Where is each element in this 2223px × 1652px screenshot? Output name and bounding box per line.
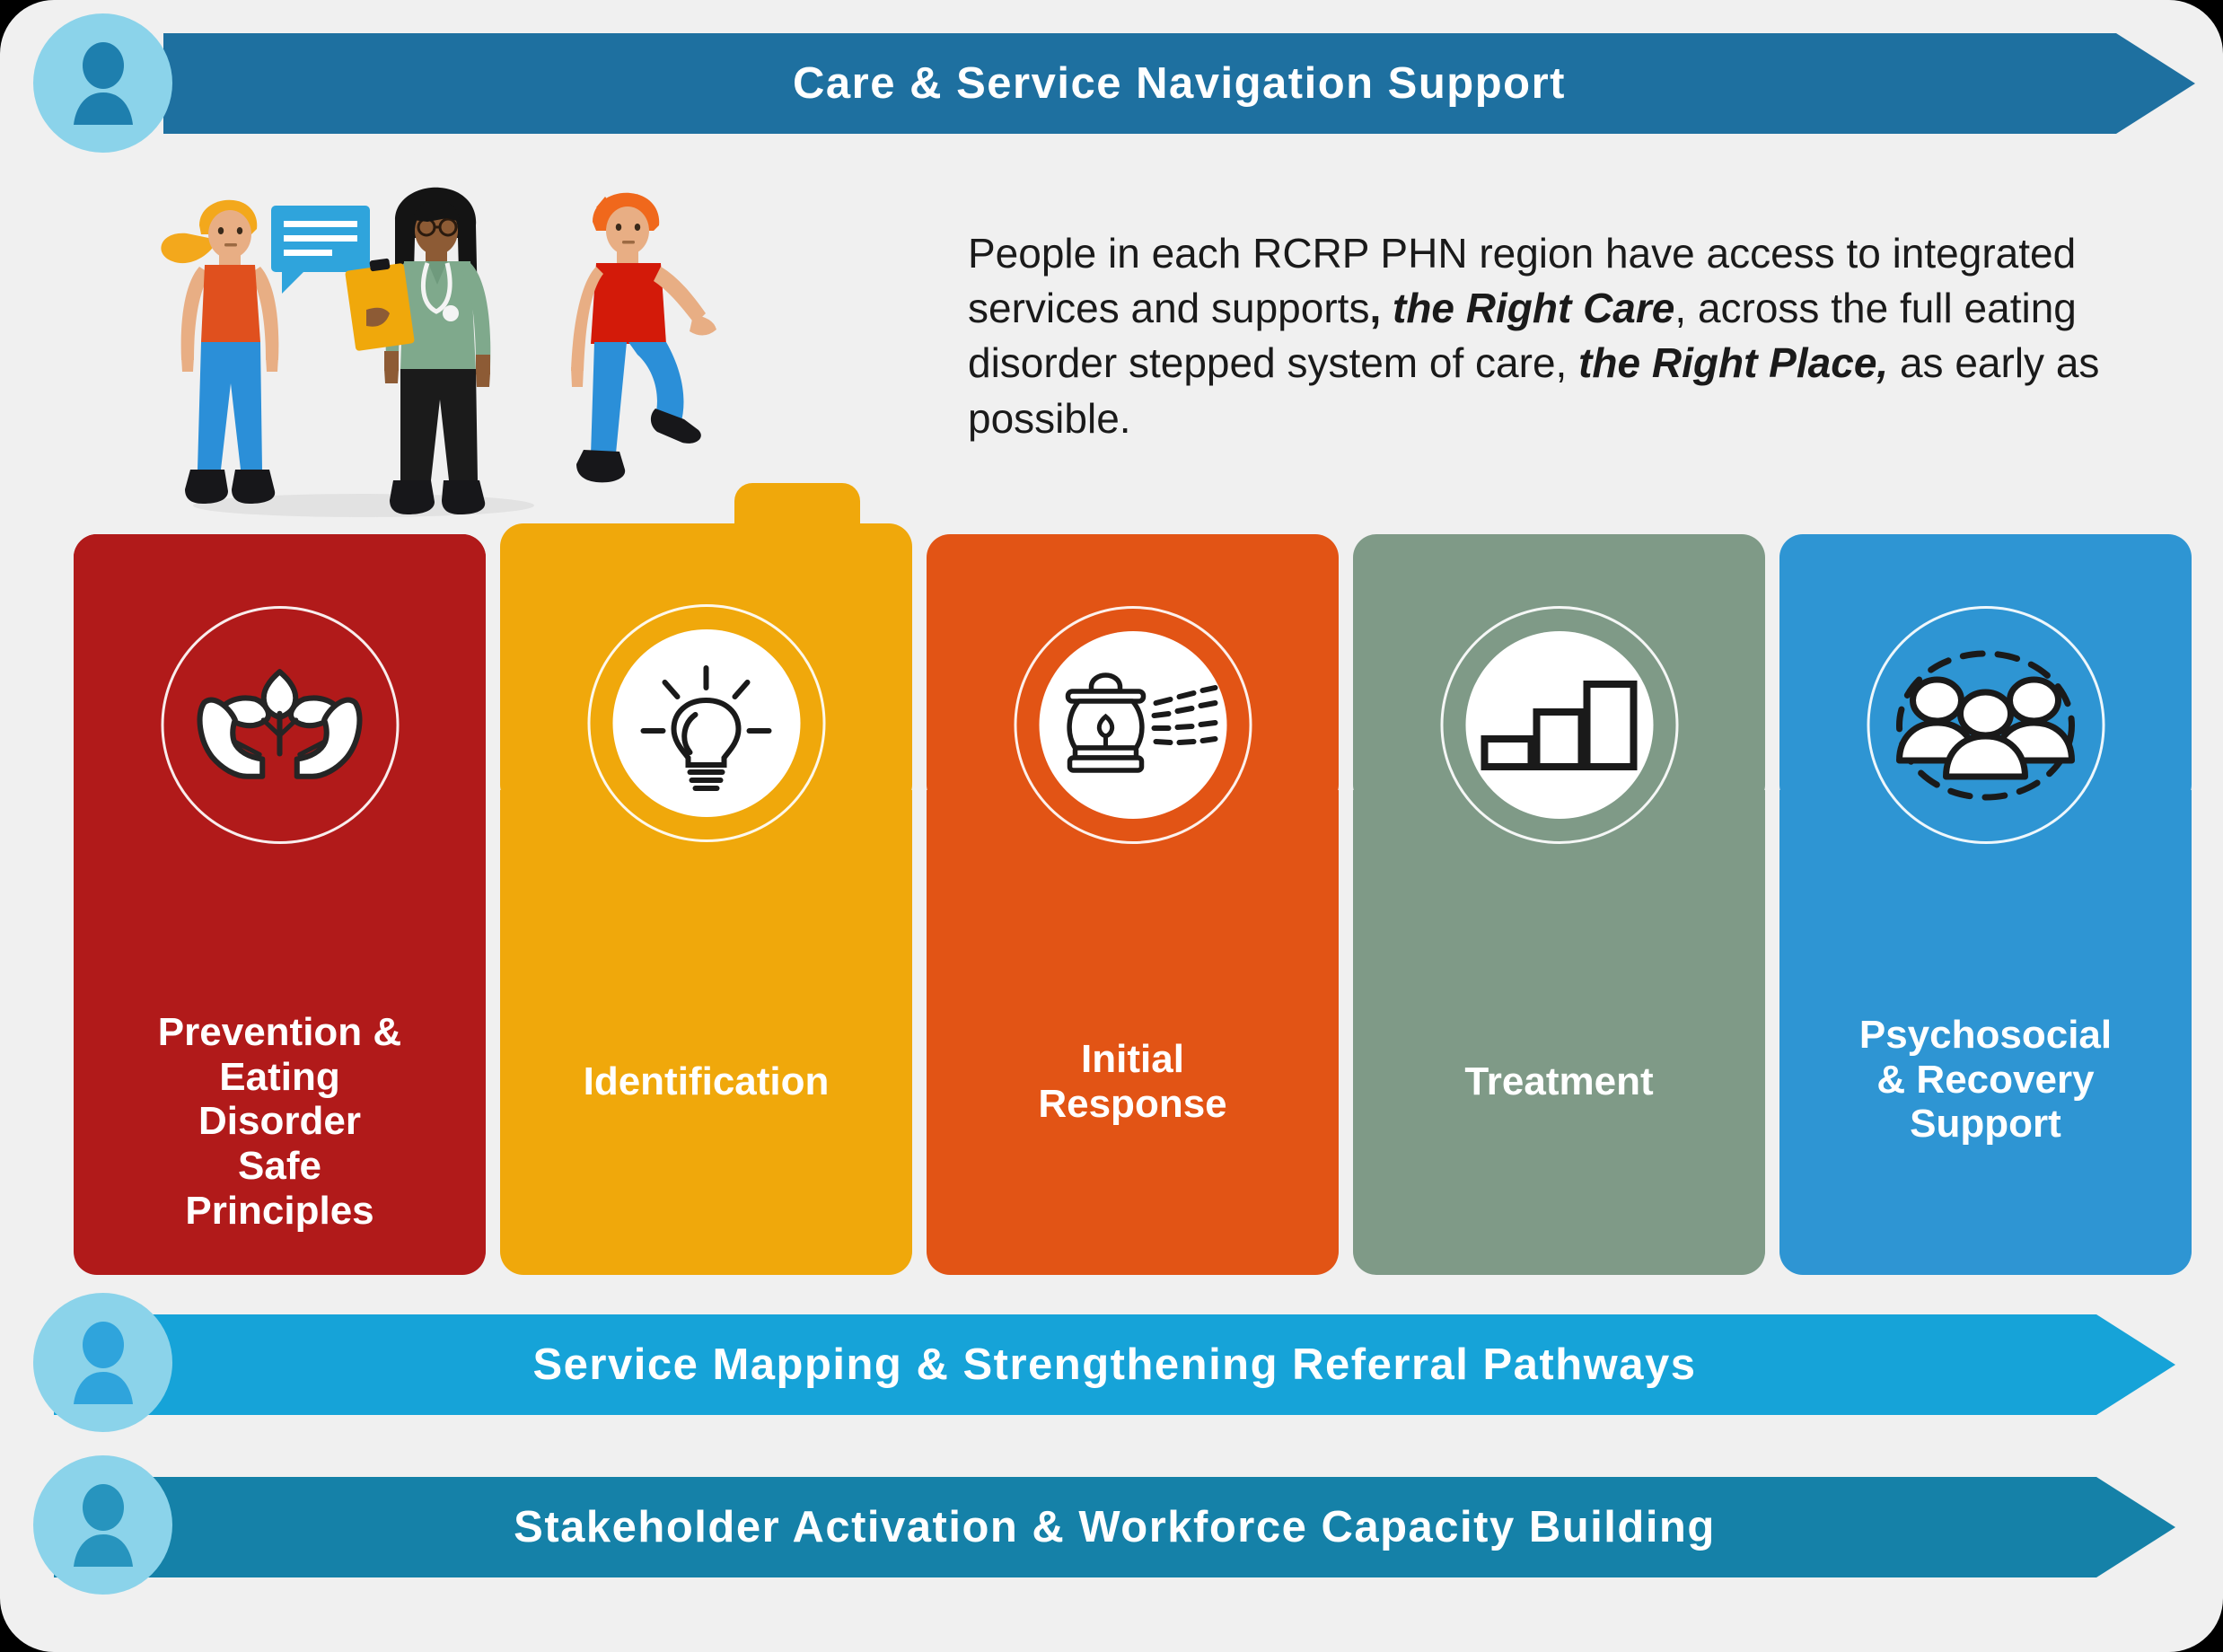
people-stepping-up-illustration (161, 187, 716, 517)
card-psychosocial-title-line-3: Support (1910, 1102, 2061, 1147)
bar-chart-icon (1481, 680, 1638, 770)
card-psychosocial-title-line-1: Psychosocial (1858, 1013, 2113, 1057)
card-initial-response-title-line-2: Response (1038, 1081, 1227, 1126)
card-initial-response-title: Initial Response (927, 1037, 1339, 1126)
person-stepping-up (571, 192, 716, 483)
speech-bubble-icon (271, 206, 370, 294)
icon-ring-prevention-outer (161, 606, 399, 844)
intro-segment-1: People in each RCRP PHN region have acce… (968, 230, 2077, 332)
banner-top-label: Care & Service Navigation Support (793, 59, 1566, 108)
card-prevention-lower[interactable] (74, 790, 486, 1275)
card-psychosocial-title-line-2: & Recovery (1876, 1057, 2095, 1102)
icon-slot-treatment (1353, 534, 1765, 844)
intro-segment-6: as early as possible. (968, 339, 2100, 442)
banner-arrow-shape (54, 1314, 2175, 1415)
banner-arrow-shape (163, 33, 2195, 134)
card-prevention-title-line-1: Prevention & (157, 1010, 402, 1054)
card-initial-response-lower[interactable] (927, 790, 1339, 1275)
icon-ring-initial-response (1014, 606, 1252, 844)
banner-arrow-shape (54, 1477, 2175, 1577)
intro-segment-4: , across the full eating disorder steppe… (968, 285, 2077, 387)
intro-paragraph: People in each RCRP PHN region have acce… (968, 226, 2153, 446)
clinician-with-clipboard (345, 187, 491, 514)
icon-slot-prevention (74, 534, 486, 844)
card-prevention-title-line-4: Safe (238, 1144, 321, 1189)
people-group-icon (1896, 650, 2075, 800)
card-psychosocial-lower[interactable] (1779, 790, 2192, 1275)
lightbulb-icon (640, 664, 772, 791)
card-identification-title-line-1: Identification (583, 1059, 830, 1103)
hands-plant-icon (197, 668, 363, 779)
card-identification-lower[interactable] (500, 790, 912, 1275)
lantern-icon (1065, 672, 1218, 773)
card-treatment-title-line-1: Treatment (1464, 1059, 1654, 1103)
banner-service-mapping: Service Mapping & Strengthening Referral… (54, 1314, 2175, 1415)
intro-segment-5: the Right Place, (1578, 339, 1889, 387)
icon-slot-identification (500, 523, 912, 842)
card-initial-response-title-line-1: Initial (1081, 1037, 1184, 1081)
icon-slot-psychosocial (1779, 534, 2192, 844)
banner-care-service-navigation: Care & Service Navigation Support (163, 33, 2195, 134)
card-prevention-title-line-2: Eating (219, 1054, 340, 1099)
card-identification-title: Identification (500, 1059, 912, 1104)
icon-ring-treatment (1440, 606, 1678, 844)
intro-segment-2: , (1369, 285, 1393, 332)
person-icon (73, 1321, 133, 1404)
young-person-with-speech-bubble (161, 199, 370, 504)
clipboard-icon (345, 258, 415, 351)
banner-mid-label: Service Mapping & Strengthening Referral… (532, 1340, 1697, 1389)
person-icon (73, 41, 133, 125)
card-psychosocial-title: Psychosocial & Recovery Support (1779, 1013, 2192, 1147)
icon-ring-psychosocial (1867, 606, 2104, 844)
banner-stakeholder-activation: Stakeholder Activation & Workforce Capac… (54, 1477, 2175, 1577)
person-badge-top (33, 13, 172, 153)
intro-segment-3: the Right Care (1393, 285, 1675, 332)
person-badge-bot (33, 1455, 172, 1595)
card-prevention-title: Prevention & Eating Disorder Safe Princi… (74, 1010, 486, 1234)
card-prevention-title-line-3: Disorder (198, 1099, 361, 1144)
card-prevention-title-line-5: Principles (185, 1188, 374, 1233)
icon-ring-identification (587, 604, 825, 842)
card-treatment-title: Treatment (1353, 1059, 1765, 1104)
person-badge-mid (33, 1293, 172, 1432)
person-icon (73, 1483, 133, 1567)
icon-slot-initial-response (927, 534, 1339, 844)
banner-bot-label: Stakeholder Activation & Workforce Capac… (514, 1503, 1716, 1551)
card-treatment-lower[interactable] (1353, 790, 1765, 1275)
